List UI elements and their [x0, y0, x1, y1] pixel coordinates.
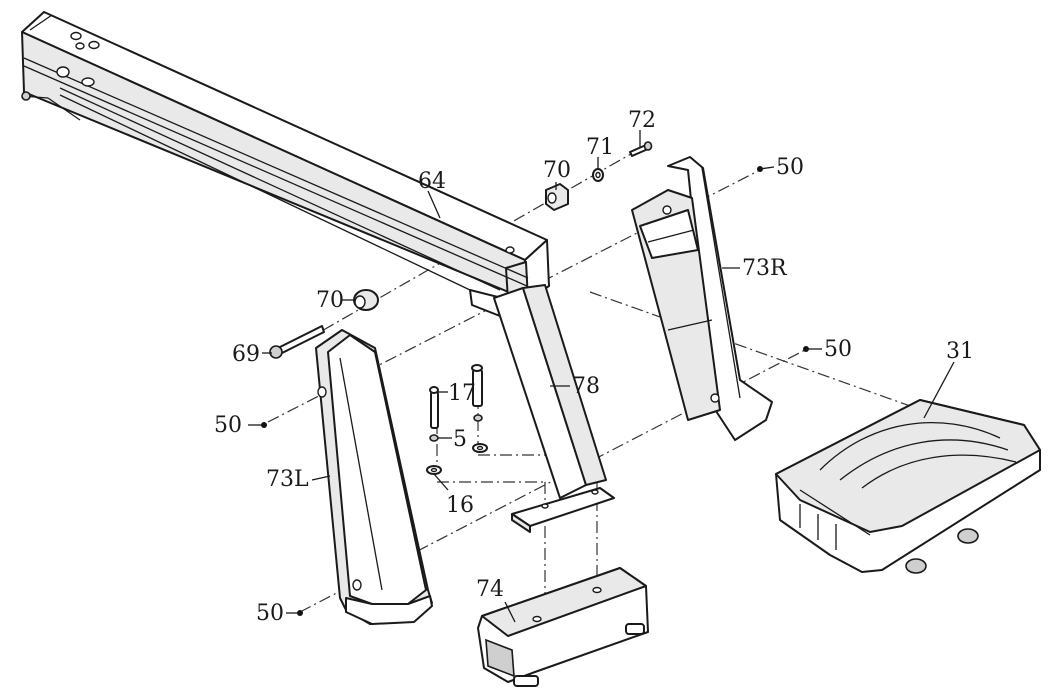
bolt-69-icon	[269, 325, 325, 359]
callout-78: 78	[572, 374, 600, 399]
callout-17: 17	[448, 381, 476, 406]
callout-74: 74	[476, 577, 504, 602]
callout-50-bottom: 50	[256, 601, 284, 626]
main-beam-icon	[21, 11, 550, 321]
callout-71: 71	[586, 135, 614, 160]
leg-cover-icon	[631, 156, 773, 441]
center-leg-icon	[493, 284, 615, 533]
leg-cover-icon	[315, 329, 433, 625]
front-stabilizer-icon	[775, 399, 1041, 574]
callout-73L: 73L	[266, 467, 309, 492]
callout-5: 5	[453, 427, 467, 452]
callout-64: 64	[418, 169, 446, 194]
bolt-17-icon	[429, 386, 439, 429]
bushing-70-left-icon	[353, 289, 379, 311]
leader-lines	[248, 130, 955, 623]
callout-16: 16	[446, 493, 474, 518]
callout-70-top: 70	[543, 158, 571, 183]
callout-73R: 73R	[742, 256, 788, 281]
bolt-72-icon	[629, 141, 653, 157]
callout-50-right: 50	[824, 337, 852, 362]
rear-foot-icon	[477, 567, 649, 687]
washer-16-icon	[426, 443, 488, 475]
callout-50-left: 50	[214, 413, 242, 438]
callout-70-left: 70	[316, 288, 344, 313]
bushing-70-right-icon	[545, 183, 569, 211]
bolt-17b-icon	[471, 364, 483, 407]
callout-50-top: 50	[776, 155, 804, 180]
callout-69: 69	[232, 342, 260, 367]
callout-labels: 64 70 71 72 50 73R 70 69 50 31 17 78 5 5…	[214, 108, 974, 626]
callout-72: 72	[628, 108, 656, 133]
callout-31: 31	[946, 339, 974, 364]
washer-71-icon	[592, 168, 604, 182]
